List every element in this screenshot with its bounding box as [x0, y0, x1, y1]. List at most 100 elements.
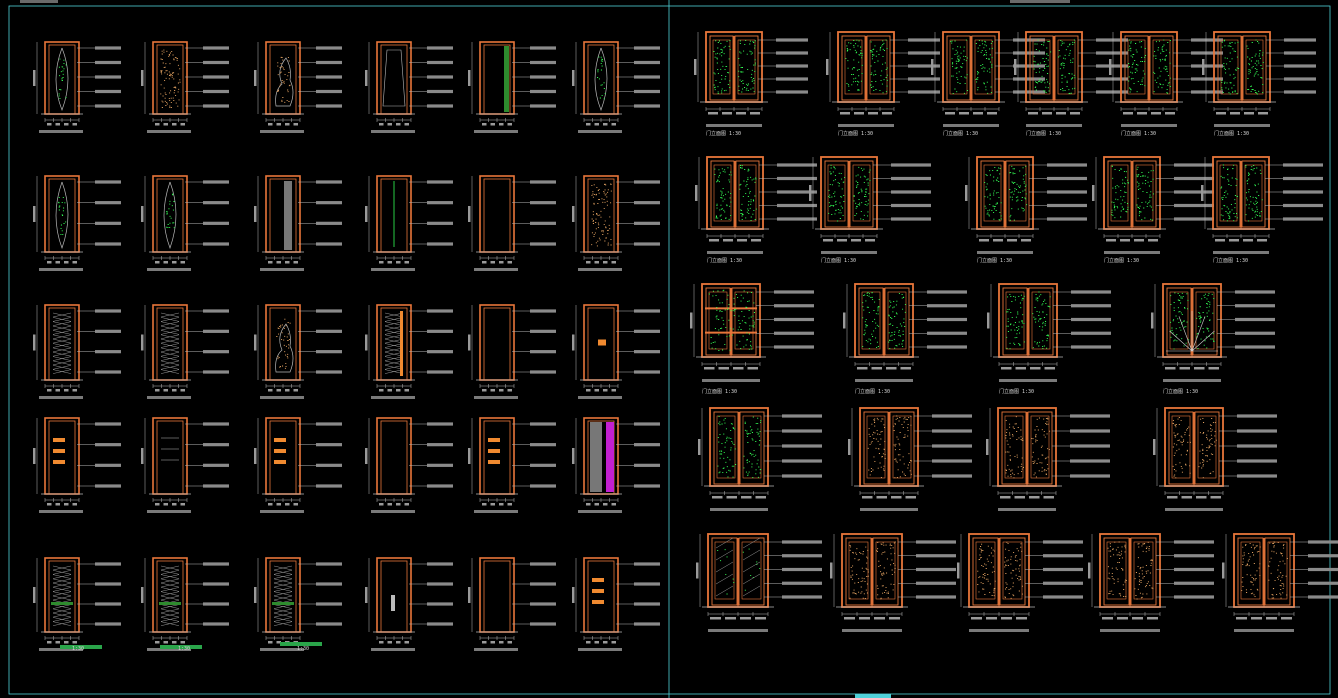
- height-dimension-text: [1151, 312, 1154, 329]
- note-label: [530, 443, 556, 447]
- dimension-text: [387, 123, 392, 126]
- note-label: [1096, 64, 1128, 68]
- dimension-text: [1216, 112, 1226, 115]
- dimension-text: [993, 239, 1003, 242]
- note-label: [1174, 554, 1214, 558]
- drawing-title-bar: [969, 629, 1029, 632]
- drawing-title-bar: [39, 130, 83, 133]
- door-leaf: [1192, 287, 1218, 356]
- note-label: [427, 443, 453, 447]
- drawing-title-bar: [474, 268, 518, 271]
- height-dimension-text: [365, 334, 368, 351]
- note-label: [1308, 540, 1338, 544]
- dimension-text: [889, 617, 900, 620]
- note-label: [782, 429, 822, 433]
- sunburst-muntins: [1166, 311, 1218, 352]
- glass-pattern: [742, 537, 761, 597]
- note-label: [634, 370, 660, 374]
- glass-pane: [1152, 39, 1171, 95]
- dimension-text: [1014, 496, 1025, 499]
- door-leaf: [980, 160, 1005, 228]
- glass-pane: [1008, 164, 1027, 222]
- note-label: [1071, 331, 1111, 335]
- texture-dots: [58, 197, 67, 236]
- dimension-text: [180, 261, 185, 264]
- height-dimension-text: [987, 312, 990, 329]
- height-dimension-text: [1088, 562, 1091, 579]
- door-leaf: [872, 537, 899, 606]
- door-elevation-right: [1109, 31, 1223, 127]
- door-elevation-left: [141, 41, 229, 133]
- door-elevation-right: [843, 283, 967, 382]
- height-dimension-text: [365, 70, 368, 86]
- height-dimension-text: [254, 587, 257, 603]
- dimension-text: [1043, 496, 1054, 499]
- dimension-text: [1000, 496, 1011, 499]
- texture-dots: [1031, 417, 1051, 478]
- dimension-text: [1210, 496, 1221, 499]
- note-label: [634, 221, 660, 225]
- note-label: [95, 422, 121, 426]
- texture-dots: [984, 167, 1002, 221]
- note-label: [203, 370, 229, 374]
- note-label: [203, 602, 229, 606]
- note-label: [203, 463, 229, 467]
- note-label: [316, 370, 342, 374]
- note-label: [530, 582, 556, 586]
- dimension-text: [293, 123, 298, 126]
- dimension-text: [1251, 617, 1262, 620]
- note-label: [203, 60, 229, 65]
- note-label: [1043, 595, 1083, 599]
- texture-dots: [160, 49, 181, 108]
- door-elevation-left: [572, 304, 660, 399]
- dimension-text: [1070, 112, 1080, 115]
- height-dimension-text: [1201, 185, 1204, 201]
- scale-underline: [280, 642, 322, 646]
- door-accent-band: [159, 602, 181, 605]
- door-leaf: [734, 35, 759, 101]
- note-label: [203, 104, 229, 108]
- drawing-title-bar: [1214, 124, 1270, 127]
- dimension-text: [72, 503, 77, 506]
- note-label: [1308, 567, 1338, 572]
- note-label: [530, 484, 556, 488]
- dimension-text: [268, 641, 273, 644]
- texture-dots: [743, 416, 762, 478]
- door-accent-strip: [504, 46, 509, 112]
- note-label: [95, 89, 121, 94]
- note-label: [1013, 77, 1045, 81]
- drawing-caption: 门立面图 1:30: [943, 130, 978, 137]
- texture-dots: [597, 56, 606, 100]
- dimension-text: [507, 261, 512, 264]
- note-label: [1013, 90, 1045, 94]
- drawing-title-bar: [474, 510, 518, 513]
- drawing-title-bar: [838, 124, 894, 127]
- note-label: [776, 77, 808, 81]
- door-elevation-left: [365, 417, 453, 513]
- dimension-text: [404, 261, 409, 264]
- dimension-text: [712, 496, 723, 499]
- note-label: [1047, 163, 1087, 167]
- door-glass-strip: [284, 181, 292, 250]
- note-label: [1043, 554, 1083, 558]
- note-label: [1174, 567, 1214, 572]
- door-elevation-right: [957, 533, 1083, 632]
- glass-pane: [861, 291, 881, 350]
- note-label: [530, 309, 556, 313]
- glass-pane: [1240, 541, 1261, 600]
- door-slat: [53, 460, 65, 464]
- dimension-text: [865, 239, 875, 242]
- door-elevation-right: [1222, 533, 1338, 632]
- door-slat: [488, 460, 500, 464]
- door-elevation-right: [987, 283, 1111, 382]
- note-label: [316, 309, 342, 313]
- note-label: [530, 242, 556, 246]
- door-elevation-left: [468, 304, 556, 399]
- note-label: [634, 60, 660, 65]
- glass-pane: [844, 39, 863, 95]
- door-hatch: [160, 565, 180, 626]
- texture-dots: [58, 58, 67, 99]
- door-leaf: [1005, 160, 1030, 228]
- note-label: [316, 60, 342, 65]
- door-elevation-left: [468, 175, 556, 271]
